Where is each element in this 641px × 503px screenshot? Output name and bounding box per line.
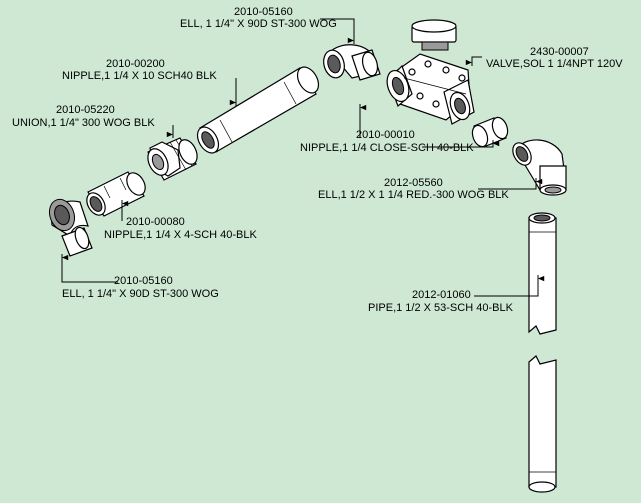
callout-union-description: UNION,1 1/4" 300 WOG BLK: [12, 117, 155, 129]
callout-reducer-ell-description: ELL,1 1/2 X 1 1/4 RED.-300 WOG BLK: [318, 189, 509, 201]
leader-lines: [61, 18, 545, 297]
callout-nipple-10: 2010-00200 NIPPLE,1 1/4 X 10 SCH40 BLK: [62, 58, 217, 82]
callout-ell-top-part-number: 2010-05160: [234, 6, 293, 18]
callout-ell-bottom: 2010-05160 ELL, 1 1/4" X 90D ST-300 WOG: [62, 275, 219, 300]
callout-ell-top: 2010-05160 ELL, 1 1/4" X 90D ST-300 WOG: [180, 6, 337, 30]
callout-nipple-close: 2010-00010 NIPPLE,1 1/4 CLOSE-SCH 40-BLK: [300, 129, 474, 154]
callout-pipe-53-description: PIPE,1 1/2 X 53-SCH 40-BLK: [368, 302, 514, 314]
reducing-elbow: [512, 139, 567, 196]
callout-ell-top-description: ELL, 1 1/4" X 90D ST-300 WOG: [180, 18, 337, 30]
pipe-53-inch: [528, 212, 557, 493]
close-nipple: [471, 116, 509, 148]
callout-nipple-close-part-number: 2010-00010: [356, 129, 415, 141]
street-elbow-bottom: [48, 198, 93, 257]
callout-pipe-53: 2012-01060 PIPE,1 1/2 X 53-SCH 40-BLK: [368, 289, 514, 314]
callout-union: 2010-05220 UNION,1 1/4" 300 WOG BLK: [12, 104, 155, 129]
callout-nipple-4-part-number: 2010-00080: [126, 216, 185, 228]
callout-nipple-4-description: NIPPLE,1 1/4 X 4-SCH 40-BLK: [104, 229, 258, 241]
callout-union-part-number: 2010-05220: [56, 104, 115, 116]
callout-valve-description: VALVE,SOL 1 1/4NPT 120V: [486, 58, 623, 70]
union-fitting: [147, 137, 198, 181]
nipple-10-inch: [196, 66, 320, 154]
callout-nipple-close-description: NIPPLE,1 1/4 CLOSE-SCH 40-BLK: [300, 142, 474, 154]
callout-nipple-10-description: NIPPLE,1 1/4 X 10 SCH40 BLK: [62, 70, 217, 82]
callout-nipple-10-part-number: 2010-00200: [106, 58, 165, 70]
callout-valve-part-number: 2430-00007: [530, 46, 589, 58]
callout-ell-bottom-description: ELL, 1 1/4" X 90D ST-300 WOG: [62, 288, 219, 300]
callout-nipple-4: 2010-00080 NIPPLE,1 1/4 X 4-SCH 40-BLK: [104, 216, 258, 241]
callout-reducer-ell-part-number: 2012-05560: [384, 177, 443, 189]
solenoid-valve: [386, 19, 475, 125]
street-elbow-top: [323, 44, 381, 81]
callout-pipe-53-part-number: 2012-01060: [412, 289, 471, 301]
nipple-4-inch: [86, 171, 146, 217]
callout-reducer-ell: 2012-05560 ELL,1 1/2 X 1 1/4 RED.-300 WO…: [318, 177, 509, 201]
callout-ell-bottom-part-number: 2010-05160: [114, 275, 173, 287]
callout-valve: 2430-00007 VALVE,SOL 1 1/4NPT 120V: [486, 46, 623, 70]
